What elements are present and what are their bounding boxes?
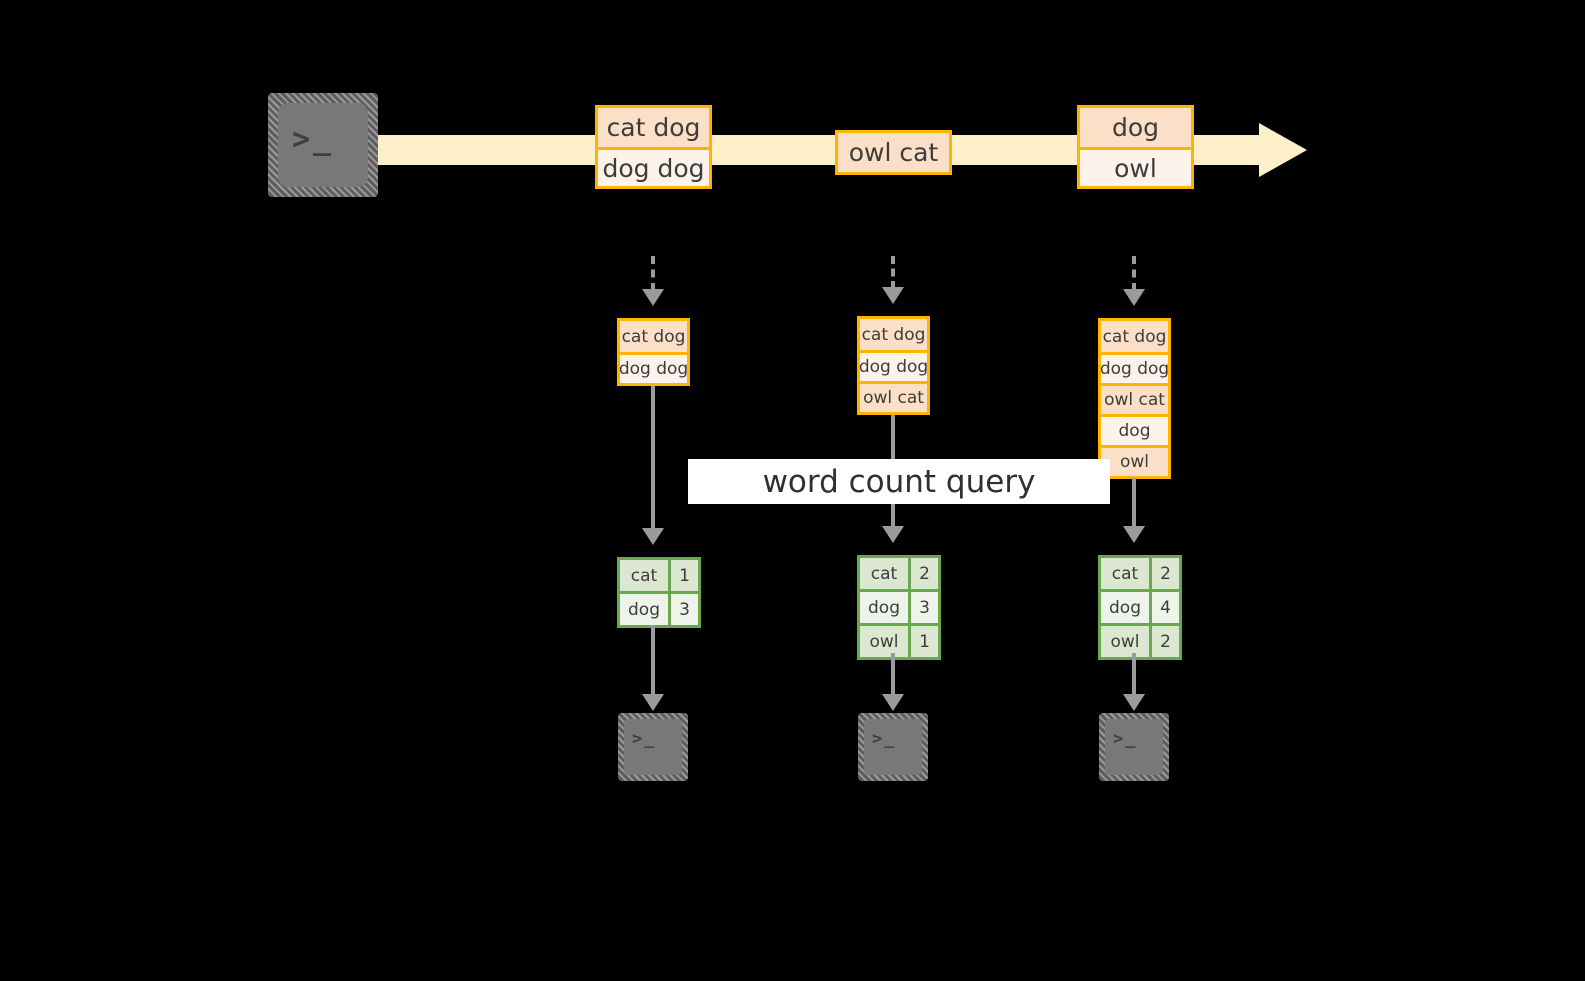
batch-3-query-arrowhead	[1123, 526, 1145, 543]
batch-1-feed-line	[651, 256, 655, 291]
batch-3-input-line-5: owl	[1101, 445, 1168, 476]
batch-3-result-count-2: 4	[1149, 592, 1179, 623]
query-label: word count query	[688, 459, 1110, 504]
batch-3-input-box[interactable]: cat dog dog dog owl cat dog owl	[1098, 318, 1171, 479]
batch-3-result-word-1: cat	[1101, 558, 1149, 589]
batch-2-result-word-2: dog	[860, 592, 908, 623]
batch-3-result-count-3: 2	[1149, 626, 1179, 657]
batch-3-result-table[interactable]: cat 2 dog 4 owl 2	[1098, 555, 1182, 660]
batch-2-result-count-2: 3	[908, 592, 938, 623]
batch-1-result-word-2: dog	[620, 594, 668, 625]
stream-event-3-line-1: dog	[1080, 108, 1191, 147]
source-terminal-icon[interactable]: >_	[268, 93, 378, 197]
stream-event-2[interactable]: owl cat	[835, 130, 952, 175]
batch-2-sink-terminal-prompt: >_	[872, 729, 897, 749]
stream-event-2-line-1: owl cat	[838, 133, 949, 172]
batch-2-input-line-3: owl cat	[860, 381, 927, 412]
source-terminal-screen: >_	[278, 103, 368, 187]
batch-2-result-table[interactable]: cat 2 dog 3 owl 1	[857, 555, 941, 660]
batch-1-input-box[interactable]: cat dog dog dog	[617, 318, 690, 386]
batch-1-input-line-2: dog dog	[619, 352, 688, 383]
table-row: dog 4	[1101, 589, 1179, 623]
batch-2-feed-arrowhead	[882, 287, 904, 304]
batch-3-result-count-1: 2	[1149, 558, 1179, 589]
batch-1-feed-arrowhead	[642, 289, 664, 306]
batch-2-query-arrowhead	[882, 526, 904, 543]
stream-event-1-line-2: dog dog	[598, 147, 709, 186]
batch-3-sink-terminal-icon[interactable]: >_	[1099, 713, 1169, 781]
batch-1-sink-arrowhead	[642, 694, 664, 711]
table-row: cat 2	[1101, 558, 1179, 589]
batch-2-sink-terminal-icon[interactable]: >_	[858, 713, 928, 781]
table-row: dog 3	[860, 589, 938, 623]
batch-3-input-line-3: owl cat	[1101, 383, 1168, 414]
batch-3-input-line-1: cat dog	[1101, 321, 1168, 352]
batch-2-result-word-3: owl	[860, 626, 908, 657]
batch-2-sink-arrowhead	[882, 694, 904, 711]
batch-1-input-line-1: cat dog	[620, 321, 687, 352]
batch-1-query-line	[651, 386, 655, 531]
batch-3-feed-arrowhead	[1123, 289, 1145, 306]
batch-3-sink-terminal-prompt: >_	[1113, 729, 1138, 749]
batch-1-sink-line	[651, 625, 655, 697]
batch-3-sink-terminal-screen: >_	[1105, 719, 1163, 775]
batch-2-input-box[interactable]: cat dog dog dog owl cat	[857, 316, 930, 415]
table-row: owl 1	[860, 623, 938, 657]
batch-2-input-line-1: cat dog	[860, 319, 927, 350]
batch-1-result-count-1: 1	[668, 560, 698, 591]
batch-1-sink-terminal-screen: >_	[624, 719, 682, 775]
batch-3-query-line	[1132, 478, 1136, 529]
batch-2-result-word-1: cat	[860, 558, 908, 589]
batch-2-feed-line	[891, 256, 895, 289]
batch-2-sink-terminal-screen: >_	[864, 719, 922, 775]
batch-1-sink-terminal-icon[interactable]: >_	[618, 713, 688, 781]
table-row: cat 1	[620, 560, 698, 591]
batch-3-result-word-2: dog	[1101, 592, 1149, 623]
table-row: cat 2	[860, 558, 938, 589]
batch-1-sink-terminal-prompt: >_	[632, 729, 657, 749]
batch-3-sink-line	[1132, 653, 1136, 697]
batch-2-sink-line	[891, 653, 895, 697]
table-row: dog 3	[620, 591, 698, 625]
batch-3-result-word-3: owl	[1101, 626, 1149, 657]
batch-1-query-arrowhead	[642, 528, 664, 545]
batch-1-result-table[interactable]: cat 1 dog 3	[617, 557, 701, 628]
stream-event-3[interactable]: dog owl	[1077, 105, 1194, 189]
batch-3-input-line-4: dog	[1101, 414, 1168, 445]
batch-3-input-line-2: dog dog	[1100, 352, 1169, 383]
batch-3-feed-line	[1132, 256, 1136, 291]
stream-event-3-line-2: owl	[1080, 147, 1191, 186]
batch-1-result-count-2: 3	[668, 594, 698, 625]
stream-band-arrowhead	[1259, 123, 1307, 177]
batch-3-sink-arrowhead	[1123, 694, 1145, 711]
source-terminal-prompt: >_	[292, 122, 335, 157]
stream-event-1[interactable]: cat dog dog dog	[595, 105, 712, 189]
batch-1-result-word-1: cat	[620, 560, 668, 591]
batch-2-input-line-2: dog dog	[859, 350, 928, 381]
table-row: owl 2	[1101, 623, 1179, 657]
batch-2-result-count-1: 2	[908, 558, 938, 589]
batch-2-result-count-3: 1	[908, 626, 938, 657]
stream-event-1-line-1: cat dog	[598, 108, 709, 147]
